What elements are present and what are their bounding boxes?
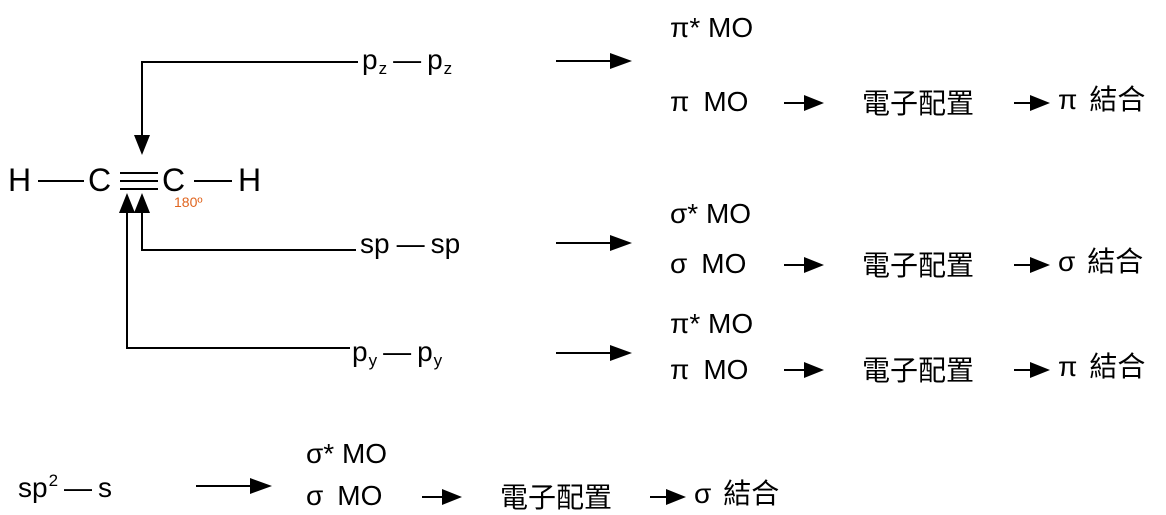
pair-right: s — [98, 472, 113, 503]
mo-label: MO — [341, 438, 388, 469]
atom-c-right: C — [162, 162, 186, 198]
atom-h-left: H — [8, 162, 32, 198]
mo-label: MO — [703, 354, 749, 385]
pair-dash: — — [64, 472, 93, 503]
pair-right: p — [427, 44, 443, 75]
pair-right-sub: z — [443, 59, 453, 78]
bond-symbol: π — [1058, 351, 1078, 382]
connector-py-arrow — [126, 198, 350, 349]
arrowhead — [442, 489, 462, 505]
mo-label: MO — [705, 198, 752, 229]
pair-left-sup: 2 — [48, 471, 59, 490]
bond-symbol: σ — [1058, 246, 1076, 277]
connector-sp-arrow — [141, 198, 356, 251]
arrowhead — [610, 53, 632, 69]
mo-upper: π* MO — [670, 310, 753, 338]
arrowhead — [1030, 257, 1050, 273]
pair-left: sp — [360, 228, 390, 259]
bond-label: 結合 — [1087, 246, 1144, 277]
atom-h-right: H — [238, 162, 262, 198]
mo-label: MO — [703, 86, 749, 117]
arrowhead — [250, 478, 272, 494]
atom-c-left: C — [88, 162, 112, 198]
bond-result: π 結合 — [1056, 353, 1145, 381]
mo-symbol: σ — [670, 248, 688, 279]
pair-left-sub: z — [378, 59, 388, 78]
arrowhead — [610, 235, 632, 251]
mo-symbol: σ* — [306, 438, 335, 469]
orbital-pair-sp: sp—sp — [360, 230, 461, 258]
pair-left-sub: y — [368, 351, 378, 370]
bond-label: 結合 — [1089, 351, 1146, 382]
orbital-pair-sp2-s: sp2 —s — [18, 471, 113, 503]
mo-label: MO — [708, 308, 754, 339]
bond-label: 結合 — [1089, 84, 1146, 115]
arrowhead — [666, 489, 686, 505]
arrowhead — [804, 257, 824, 273]
mo-symbol: σ* — [670, 198, 699, 229]
pair-right: p — [417, 336, 433, 367]
bond-symbol: σ — [694, 478, 712, 509]
mo-symbol: π* — [670, 12, 701, 43]
arrowhead — [134, 193, 150, 213]
electron-config-label: 電子配置 — [862, 250, 975, 281]
pair-right: sp — [430, 228, 461, 259]
mo-lower: π MO — [670, 356, 748, 384]
arrowhead — [134, 135, 150, 155]
bond-label: 結合 — [723, 478, 780, 509]
bond-symbol: π — [1058, 84, 1078, 115]
orbital-pair-py: py—py — [352, 336, 442, 370]
orbital-pair-pz: pz—pz — [362, 44, 452, 78]
electron-config-label: 電子配置 — [862, 88, 975, 119]
pair-left: p — [352, 336, 368, 367]
mo-upper: σ* MO — [670, 200, 751, 228]
bond-result: σ 結合 — [692, 480, 779, 508]
mo-label: MO — [708, 12, 754, 43]
mo-upper: π* MO — [670, 14, 753, 42]
arrowhead — [804, 95, 824, 111]
electron-config-label: 電子配置 — [500, 482, 613, 513]
bond-result: σ 結合 — [1056, 248, 1143, 276]
pair-dash: — — [383, 336, 412, 367]
mo-symbol: π* — [670, 308, 701, 339]
connector-pz-arrow — [141, 61, 358, 150]
mo-lower: σ MO — [306, 482, 382, 510]
mo-symbol: σ — [306, 480, 324, 511]
bond-angle-label: 180º — [174, 194, 203, 210]
mo-upper: σ* MO — [306, 440, 387, 468]
arrowhead — [804, 362, 824, 378]
mo-lower: π MO — [670, 88, 748, 116]
arrowhead — [1030, 362, 1050, 378]
pair-right-sub: y — [433, 351, 443, 370]
arrowhead — [1030, 95, 1050, 111]
electron-config-label: 電子配置 — [862, 355, 975, 386]
mo-label: MO — [701, 248, 747, 279]
pair-dash: — — [393, 44, 422, 75]
mo-symbol: π — [670, 86, 690, 117]
pair-left: p — [362, 44, 378, 75]
mo-symbol: π — [670, 354, 690, 385]
arrowhead — [610, 345, 632, 361]
mo-label: MO — [337, 480, 383, 511]
arrowhead — [119, 193, 135, 213]
pair-left: sp — [18, 472, 48, 503]
mo-lower: σ MO — [670, 250, 746, 278]
pair-dash: — — [396, 228, 425, 259]
bond-result: π 結合 — [1056, 86, 1145, 114]
